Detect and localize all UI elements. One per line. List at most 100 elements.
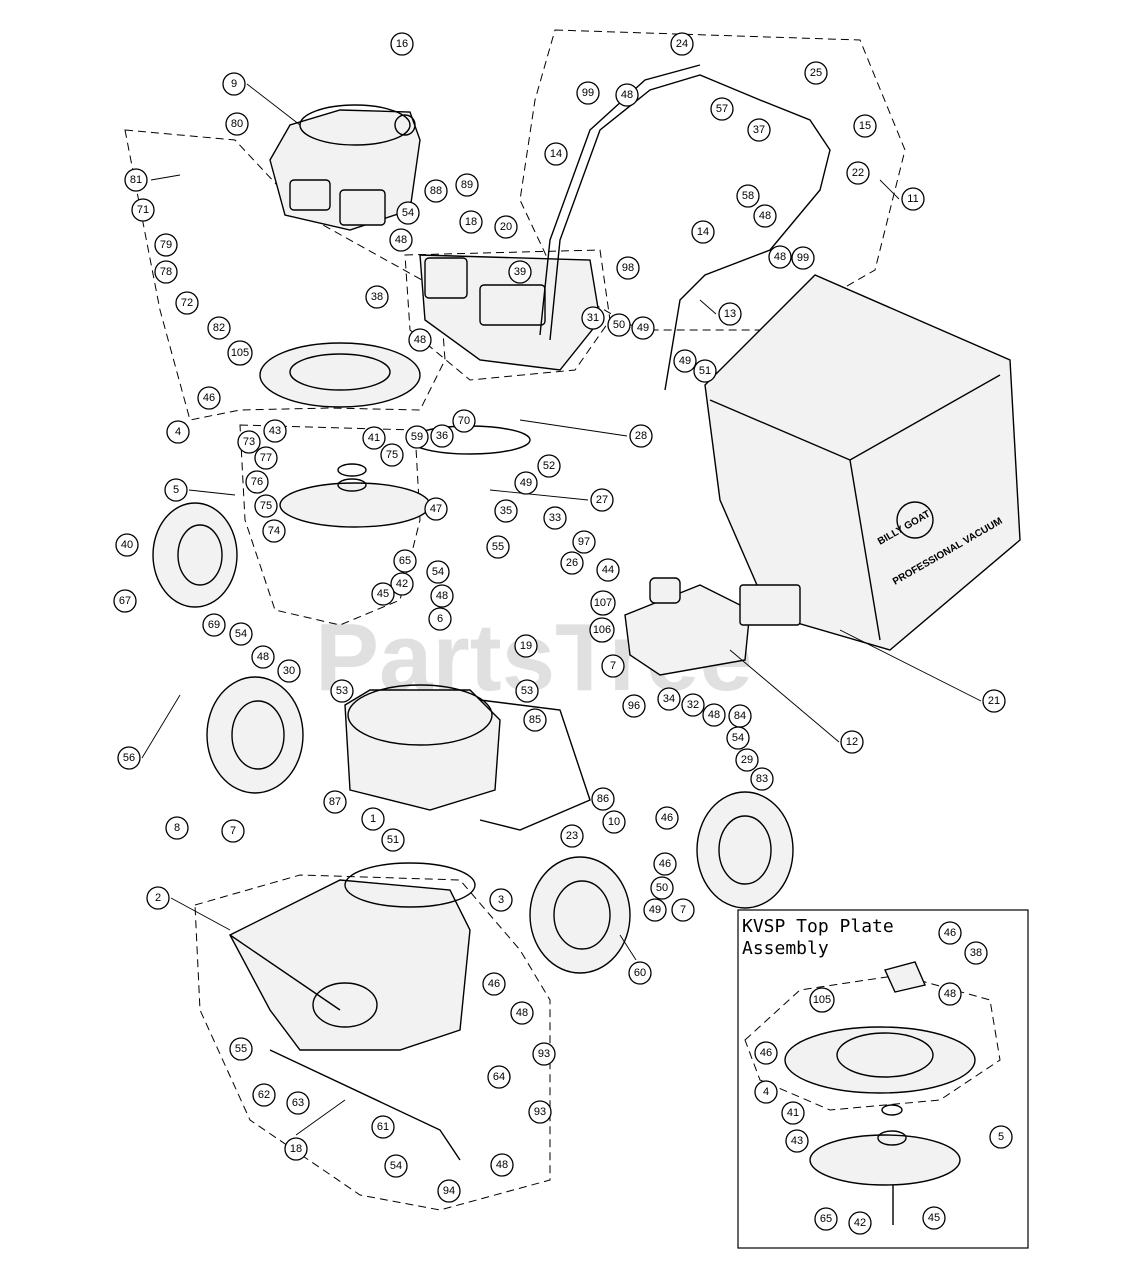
callout-bubble — [576, 81, 600, 105]
callout-number: 52 — [543, 460, 555, 472]
callout-number: 49 — [679, 355, 691, 367]
callout-number: 54 — [402, 207, 414, 219]
main-callout-7: 7 — [671, 898, 695, 922]
callout-bubble — [510, 1001, 534, 1025]
callout-number: 22 — [852, 167, 864, 179]
callout-bubble — [514, 634, 538, 658]
callout-number: 105 — [231, 347, 249, 359]
main-callout-53: 53 — [330, 679, 354, 703]
callout-bubble — [428, 607, 452, 631]
callout-bubble — [938, 982, 962, 1006]
callout-number: 34 — [663, 693, 675, 705]
callout-number: 31 — [587, 312, 599, 324]
callout-number: 99 — [797, 252, 809, 264]
callout-number: 84 — [734, 710, 746, 722]
callout-bubble — [581, 306, 605, 330]
main-callout-23: 23 — [560, 824, 584, 848]
callout-number: 51 — [387, 834, 399, 846]
bag: BILLY GOAT PROFESSIONAL VACUUM — [704, 274, 1021, 651]
main-callout-25: 25 — [804, 61, 828, 85]
callout-bubble — [702, 703, 726, 727]
callout-number: 15 — [859, 120, 871, 132]
callout-bubble — [982, 689, 1006, 713]
callout-bubble — [628, 961, 652, 985]
main-callout-106: 106 — [589, 617, 615, 643]
main-callout-49: 49 — [673, 349, 697, 373]
callout-bubble — [532, 1042, 556, 1066]
main-callout-83: 83 — [750, 767, 774, 791]
callout-bubble — [631, 316, 655, 340]
callout-number: 61 — [377, 1121, 389, 1133]
callout-bubble — [426, 560, 450, 584]
top-plate — [259, 342, 421, 408]
inset-title-line2: Assembly — [742, 938, 829, 959]
callout-bubble — [390, 572, 414, 596]
callout-number: 53 — [521, 685, 533, 697]
callout-bubble — [277, 659, 301, 683]
callout-number: 54 — [235, 628, 247, 640]
callout-number: 7 — [610, 660, 616, 672]
callout-bubble — [653, 852, 677, 876]
main-callout-72: 72 — [175, 291, 199, 315]
callout-bubble — [482, 972, 506, 996]
callout-number: 37 — [753, 124, 765, 136]
deck-housing — [344, 684, 591, 831]
main-callout-21: 21 — [982, 689, 1006, 713]
callout-bubble — [229, 1037, 253, 1061]
main-callout-74: 74 — [262, 519, 286, 543]
callout-bubble — [753, 204, 777, 228]
inset-callout-46: 46 — [938, 921, 962, 945]
callout-number: 46 — [488, 978, 500, 990]
callout-number: 9 — [231, 78, 237, 90]
main-callout-54: 54 — [229, 622, 253, 646]
callout-number: 8 — [174, 822, 180, 834]
callout-number: 51 — [699, 365, 711, 377]
inset-kvsp-top-plate: KVSP Top Plate Assembly 4638481054644143… — [737, 909, 1029, 1249]
main-callout-24: 24 — [670, 32, 694, 56]
callout-bubble — [670, 32, 694, 56]
callout-number: 50 — [656, 882, 668, 894]
main-callout-86: 86 — [591, 787, 615, 811]
callout-number: 88 — [430, 185, 442, 197]
callout-bubble — [922, 1206, 946, 1230]
main-callout-14: 14 — [691, 220, 715, 244]
callout-number: 55 — [492, 541, 504, 553]
callout-number: 63 — [292, 1097, 304, 1109]
callout-number: 107 — [594, 597, 612, 609]
callout-bubble — [736, 184, 760, 208]
callout-bubble — [750, 767, 774, 791]
callout-bubble — [768, 245, 792, 269]
callout-number: 59 — [411, 431, 423, 443]
inset-title-line1: KVSP Top Plate — [742, 916, 894, 937]
callout-bubble — [166, 420, 190, 444]
callout-number: 43 — [791, 1135, 803, 1147]
callout-number: 57 — [716, 103, 728, 115]
callout-number: 46 — [659, 858, 671, 870]
main-callout-55: 55 — [229, 1037, 253, 1061]
callout-number: 54 — [732, 732, 744, 744]
callout-bubble — [371, 582, 395, 606]
inset-callout-46: 46 — [754, 1041, 778, 1065]
callout-number: 41 — [368, 432, 380, 444]
callout-number: 76 — [251, 476, 263, 488]
main-callout-62: 62 — [252, 1083, 276, 1107]
main-callout-1: 1 — [361, 807, 385, 831]
callout-number: 5 — [173, 484, 179, 496]
main-callout-97: 97 — [572, 530, 596, 554]
main-callout-65: 65 — [393, 549, 417, 573]
callout-bubble — [528, 1100, 552, 1124]
callout-bubble — [437, 1179, 461, 1203]
main-callout-73: 73 — [237, 430, 261, 454]
callout-bubble — [430, 424, 454, 448]
main-callout-48: 48 — [615, 83, 639, 107]
callout-bubble — [455, 173, 479, 197]
callout-number: 26 — [566, 557, 578, 569]
main-callout-4: 4 — [166, 420, 190, 444]
callout-bubble — [408, 328, 432, 352]
callout-bubble — [225, 112, 249, 136]
callout-number: 43 — [269, 425, 281, 437]
callout-bubble — [537, 454, 561, 478]
main-callout-46: 46 — [197, 386, 221, 410]
callout-number: 75 — [386, 449, 398, 461]
